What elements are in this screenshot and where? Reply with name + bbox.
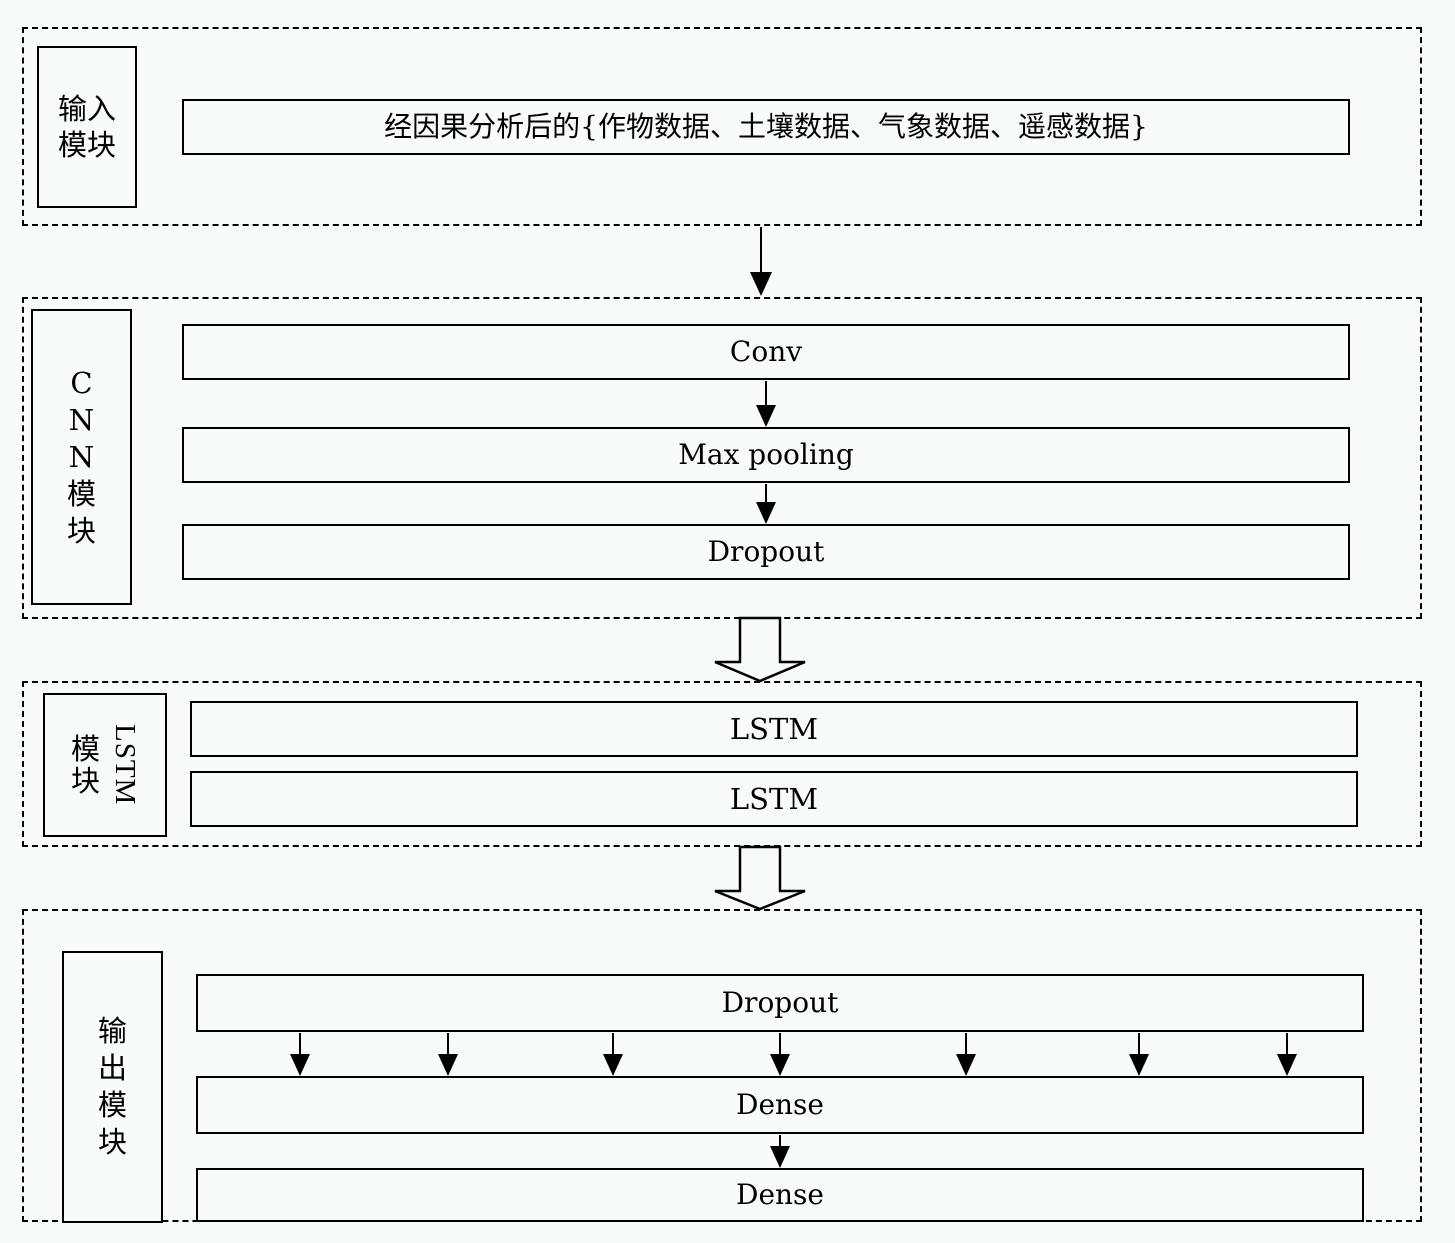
cnn-label-char: 模 bbox=[66, 476, 96, 511]
lstm-layer-box-2: LSTM bbox=[190, 771, 1358, 827]
input-data-box: 经因果分析后的{作物数据、土壤数据、气象数据、遥感数据} bbox=[182, 99, 1350, 155]
output-label-char: 块 bbox=[97, 1125, 127, 1159]
cnn-module bbox=[22, 297, 1422, 619]
cnn-label-char: C bbox=[70, 365, 93, 400]
block-arrow-cnn-to-lstm bbox=[714, 616, 806, 683]
output-label-char: 模 bbox=[97, 1088, 127, 1122]
lstm-module-label: 模 块 LSTM bbox=[43, 693, 167, 837]
arrow-input-to-cnn bbox=[750, 227, 772, 296]
arrow-pooling-to-dropout bbox=[756, 484, 776, 524]
lstm-layer-box-1: LSTM bbox=[190, 701, 1358, 757]
input-module-label: 输入 模块 bbox=[37, 46, 137, 208]
arrow-dropout-to-dense bbox=[1129, 1033, 1149, 1076]
max-pooling-layer-box: Max pooling bbox=[182, 427, 1350, 483]
lstm-module bbox=[22, 681, 1422, 847]
arrow-dense-to-dense bbox=[770, 1135, 790, 1168]
cnn-module-label: C N N 模 块 bbox=[31, 309, 132, 605]
arrow-dropout-to-dense bbox=[1277, 1033, 1297, 1076]
arrow-conv-to-pooling bbox=[756, 381, 776, 427]
input-module bbox=[22, 27, 1422, 226]
block-arrow-lstm-to-output bbox=[714, 845, 806, 911]
arrow-dropout-to-dense bbox=[603, 1033, 623, 1076]
conv-layer-box: Conv bbox=[182, 324, 1350, 380]
output-module-label: 输 出 模 块 bbox=[62, 951, 163, 1223]
lstm-label-cn-char: 模 bbox=[70, 732, 100, 766]
cnn-dropout-layer-box: Dropout bbox=[182, 524, 1350, 580]
output-label-char: 出 bbox=[97, 1051, 127, 1085]
input-module-label-line2: 模块 bbox=[57, 128, 116, 162]
dense-layer-box-1: Dense bbox=[196, 1076, 1364, 1134]
arrow-dropout-to-dense bbox=[290, 1033, 310, 1076]
arrow-dropout-to-dense bbox=[770, 1033, 790, 1076]
arrow-dropout-to-dense bbox=[956, 1033, 976, 1076]
cnn-label-char: N bbox=[68, 439, 95, 474]
dense-layer-box-2: Dense bbox=[196, 1168, 1364, 1222]
cnn-label-char: N bbox=[68, 402, 95, 437]
arrow-dropout-to-dense bbox=[438, 1033, 458, 1076]
output-dropout-layer-box: Dropout bbox=[196, 974, 1364, 1032]
cnn-label-char: 块 bbox=[66, 513, 96, 548]
lstm-label-en: LSTM bbox=[109, 724, 141, 806]
input-module-label-line1: 输入 bbox=[57, 92, 116, 126]
lstm-label-cn-char: 块 bbox=[70, 764, 100, 798]
output-label-char: 输 bbox=[97, 1014, 127, 1048]
